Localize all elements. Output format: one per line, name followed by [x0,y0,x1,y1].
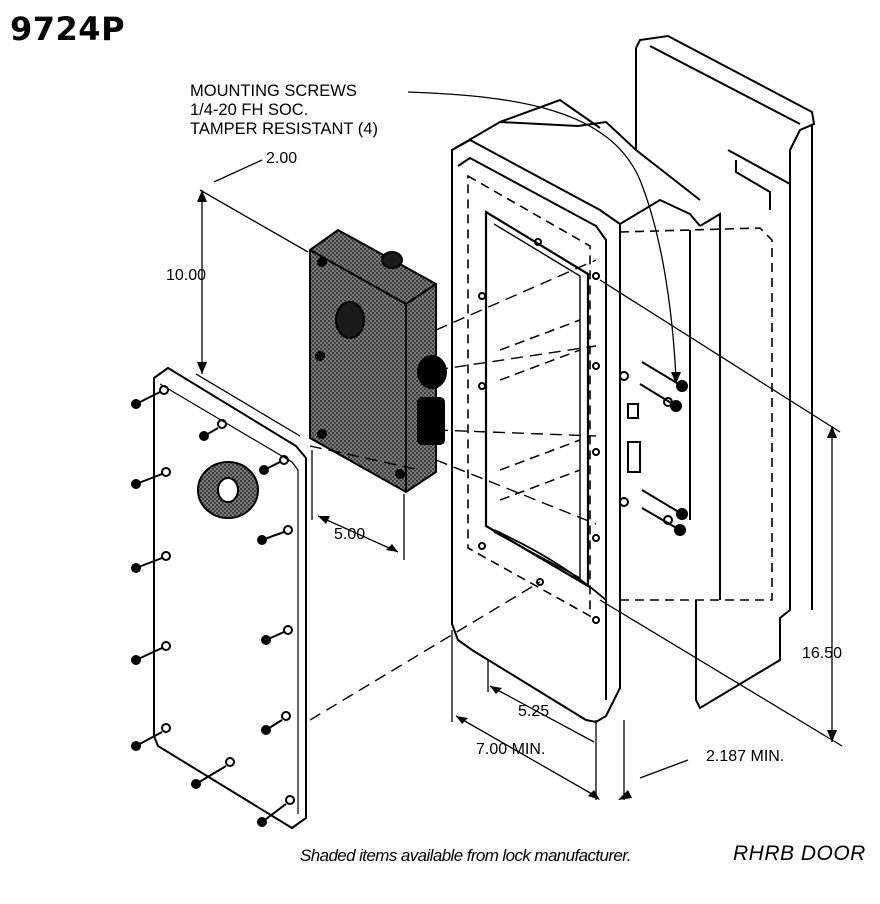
footnote: Shaded items available from lock manufac… [300,846,631,865]
dim-frame-width: 7.00 MIN. [476,741,546,758]
dim-cutout-width: 5.25 [518,703,550,720]
lock-body [309,228,447,494]
cover-plate-screws [131,391,287,827]
callout-line-3: TAMPER RESISTANT (4) [190,120,378,138]
callout-line-1: MOUNTING SCREWS [190,82,357,100]
frame-mounting-screws [639,361,688,536]
dim-cutout-height: 16.50 [802,645,843,662]
callout-line-2: 1/4-20 FH SOC. [190,101,309,119]
dimension-arrowheads [197,190,837,800]
dim-lock-width: 5.00 [334,526,366,543]
dim-frame-depth: 2.187 MIN. [706,748,785,765]
dimension-lines [195,91,843,800]
door-frame [451,34,816,724]
door-hand-label: RHRB DOOR [733,842,866,865]
alignment-lines [309,259,597,721]
cover-plate [153,366,307,830]
dim-lock-depth: 2.00 [266,150,298,167]
mounting-screws-callout: MOUNTING SCREWS 1/4-20 FH SOC. TAMPER RE… [190,82,378,139]
dim-lock-height: 10.00 [166,267,207,284]
model-number: 9724P [10,10,126,48]
